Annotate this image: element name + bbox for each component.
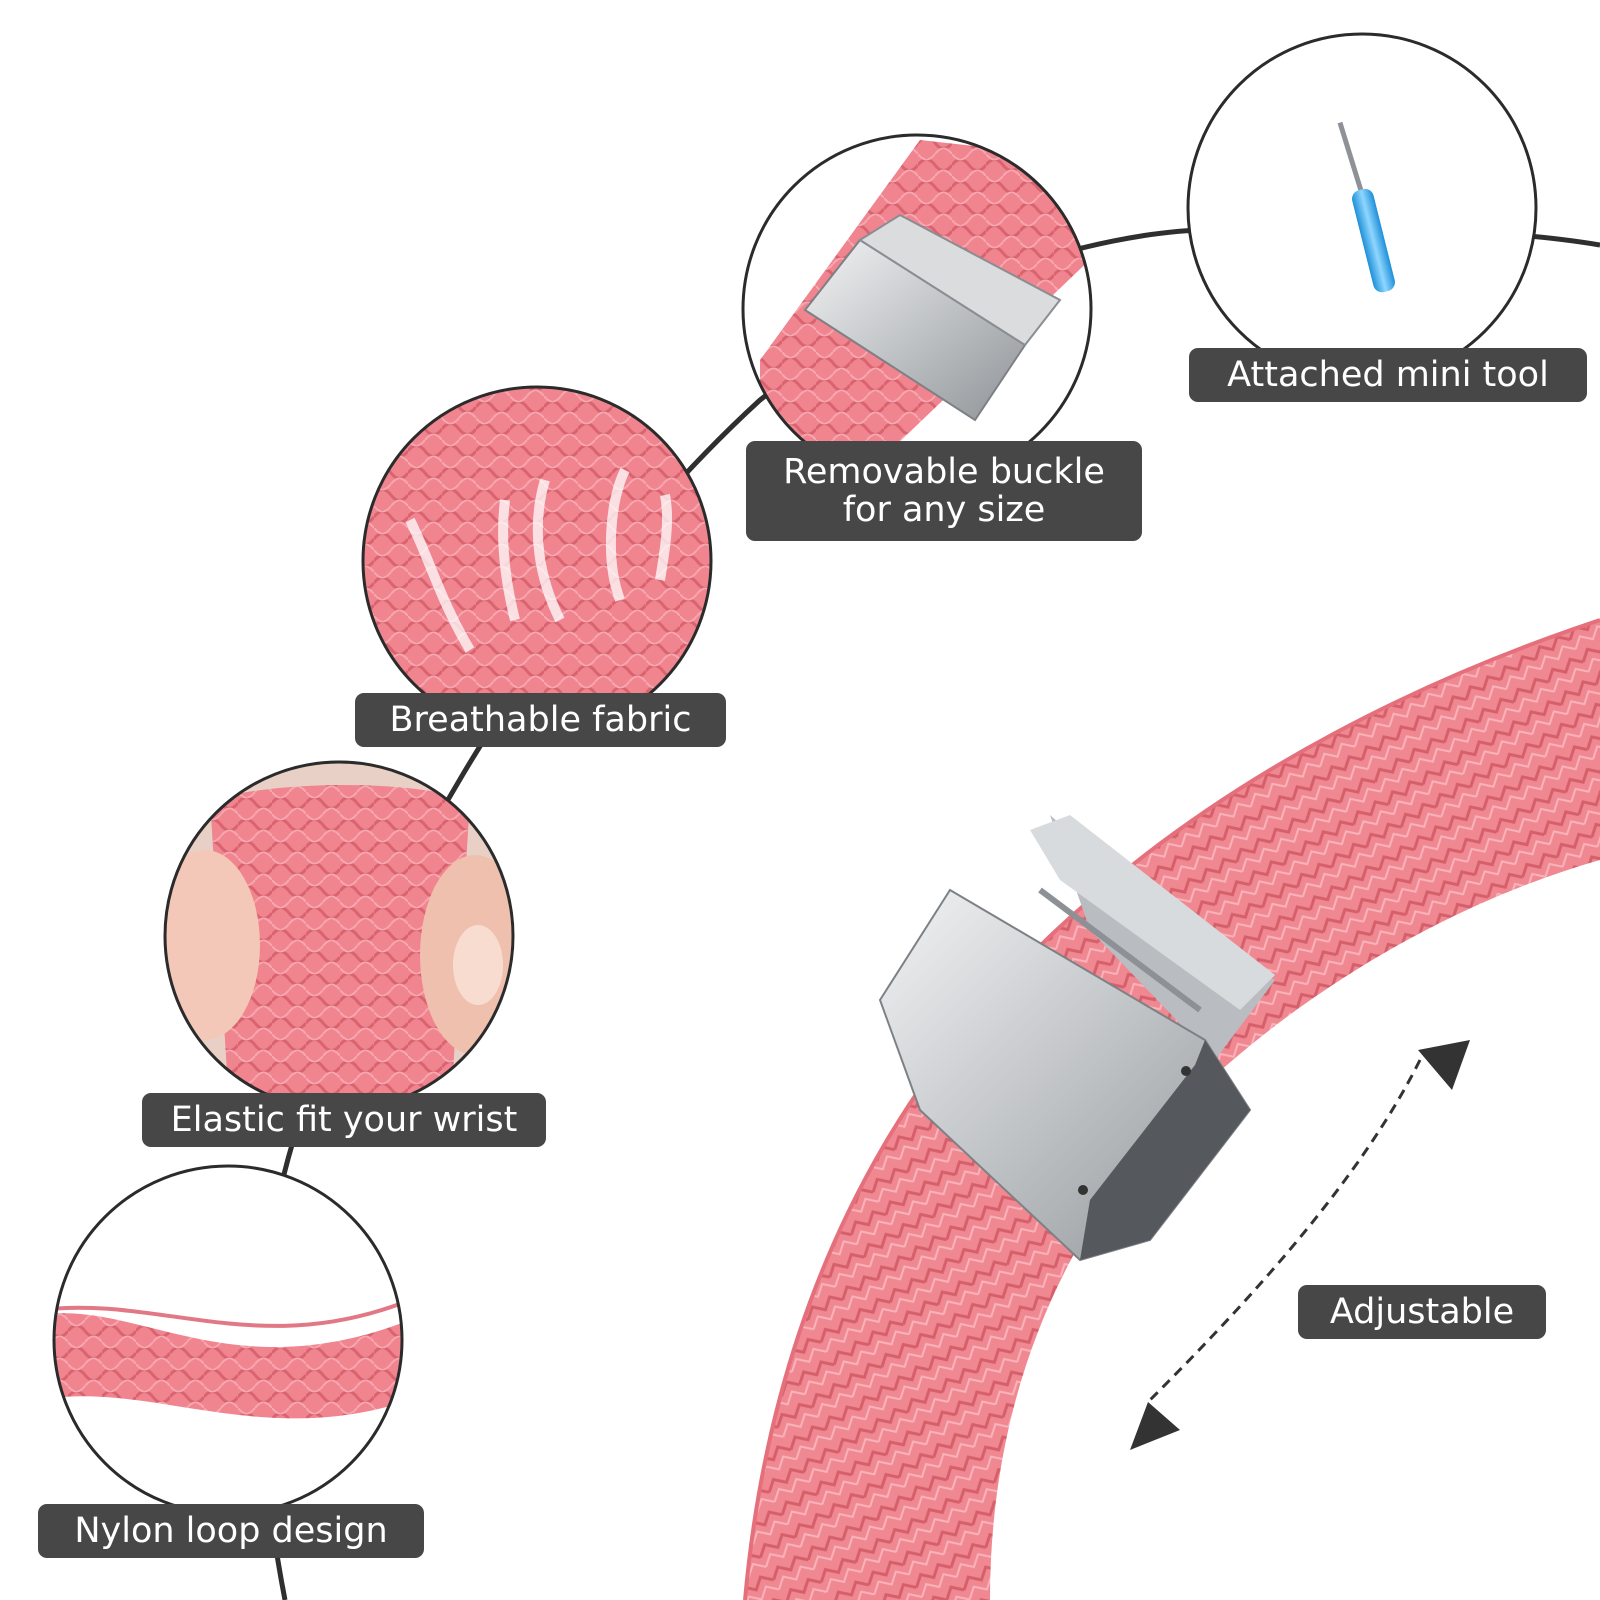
feature-circle-breathable (361, 385, 713, 737)
feature-circle-mini-tool (1186, 32, 1538, 384)
feature-circle-elastic-fit (163, 760, 515, 1112)
label-elastic-fit: Elastic fit your wrist (142, 1093, 546, 1147)
feature-circle-nylon-loop (52, 1164, 404, 1516)
adjust-arrow (1148, 1059, 1422, 1402)
band-main-image (743, 618, 1600, 1600)
label-removable-buckle: Removable buckle for any size (746, 441, 1142, 541)
label-mini-tool: Attached mini tool (1189, 348, 1587, 402)
adjust-arrow-head-bottom (1130, 1402, 1180, 1450)
screwdriver-icon (1337, 121, 1395, 293)
label-nylon-loop: Nylon loop design (38, 1504, 424, 1558)
adjust-arrow-head-top (1418, 1040, 1470, 1090)
feature-circle-removable-buckle (741, 133, 1093, 485)
label-breathable: Breathable fabric (355, 693, 726, 747)
label-adjustable: Adjustable (1298, 1285, 1546, 1339)
